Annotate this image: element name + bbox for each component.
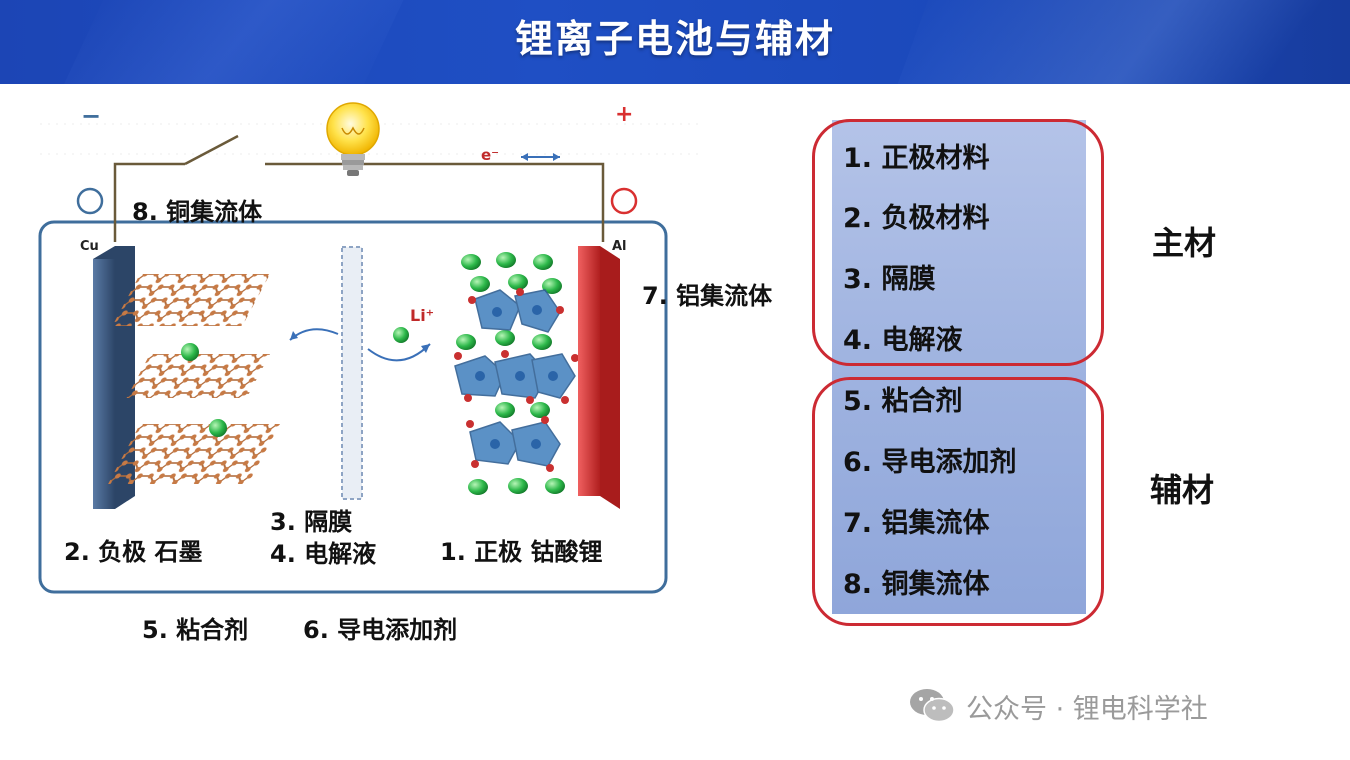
positive-sign: + (615, 102, 634, 127)
material-item: 1. 正极材料 (843, 143, 990, 174)
negative-sign: − (81, 102, 102, 130)
ion-arrow-head (290, 331, 298, 340)
material-item: 5. 粘合剂 (843, 386, 963, 417)
battery-illustration (38, 102, 700, 594)
positive-terminal-icon (610, 187, 638, 215)
battery-diagram: − + Cu Al e⁻ Li⁺ 8. 铜集流体 7. 铝集流体 2. 负极 石… (0, 84, 800, 664)
electron-label: e⁻ (481, 146, 500, 164)
main-materials-label: 主材 (1152, 224, 1217, 262)
page-title: 锂离子电池与辅材 (514, 17, 835, 61)
electrolyte-label: 4. 电解液 (270, 540, 377, 568)
circuit-wire-left (113, 162, 185, 242)
aluminum-collector-label: 7. 铝集流体 (642, 282, 773, 310)
light-bulb-icon (326, 102, 380, 176)
ion-arrow-right (367, 343, 431, 362)
electron-flow-arrow (521, 153, 560, 161)
cathode-label: 1. 正极 钴酸锂 (440, 538, 603, 566)
cathode-lattice (454, 252, 579, 495)
al-label: Al (612, 239, 627, 254)
separator-membrane (341, 246, 363, 500)
material-item: 4. 电解液 (843, 325, 963, 356)
material-item: 7. 铝集流体 (843, 508, 990, 539)
circuit-switch (184, 134, 239, 166)
lithium-ion (181, 343, 199, 361)
wechat-icon (910, 689, 955, 723)
material-item: 6. 导电添加剂 (843, 447, 1017, 478)
binder-label: 5. 粘合剂 (142, 616, 249, 644)
watermark: 公众号 · 锂电科学社 (908, 686, 1208, 726)
copper-collector-label: 8. 铜集流体 (132, 198, 263, 226)
cu-label: Cu (80, 239, 99, 254)
negative-terminal-icon (76, 187, 104, 215)
materials-panel (832, 120, 1086, 614)
circuit-wire-right (265, 162, 605, 242)
title-banner: 锂离子电池与辅材 (0, 0, 1350, 84)
lithium-ion-label: Li⁺ (410, 306, 435, 325)
main-materials-group (812, 119, 1104, 366)
auxiliary-materials-group (812, 377, 1104, 626)
ion-arrow-head (421, 344, 430, 353)
lithium-ion (393, 327, 409, 343)
lithium-ion (209, 419, 227, 437)
ion-arrow-left (289, 328, 339, 341)
cathode-plate (578, 246, 620, 509)
material-item: 3. 隔膜 (843, 264, 936, 295)
separator-label: 3. 隔膜 (270, 508, 353, 536)
watermark-text: 公众号 · 锂电科学社 (966, 693, 1208, 725)
conductive-additive-label: 6. 导电添加剂 (303, 616, 458, 644)
material-item: 2. 负极材料 (843, 203, 990, 234)
anode-label: 2. 负极 石墨 (64, 538, 203, 566)
auxiliary-materials-label: 辅材 (1150, 471, 1215, 509)
graphite-layers (108, 274, 280, 484)
cell-container (38, 220, 668, 594)
material-item: 8. 铜集流体 (843, 569, 990, 600)
